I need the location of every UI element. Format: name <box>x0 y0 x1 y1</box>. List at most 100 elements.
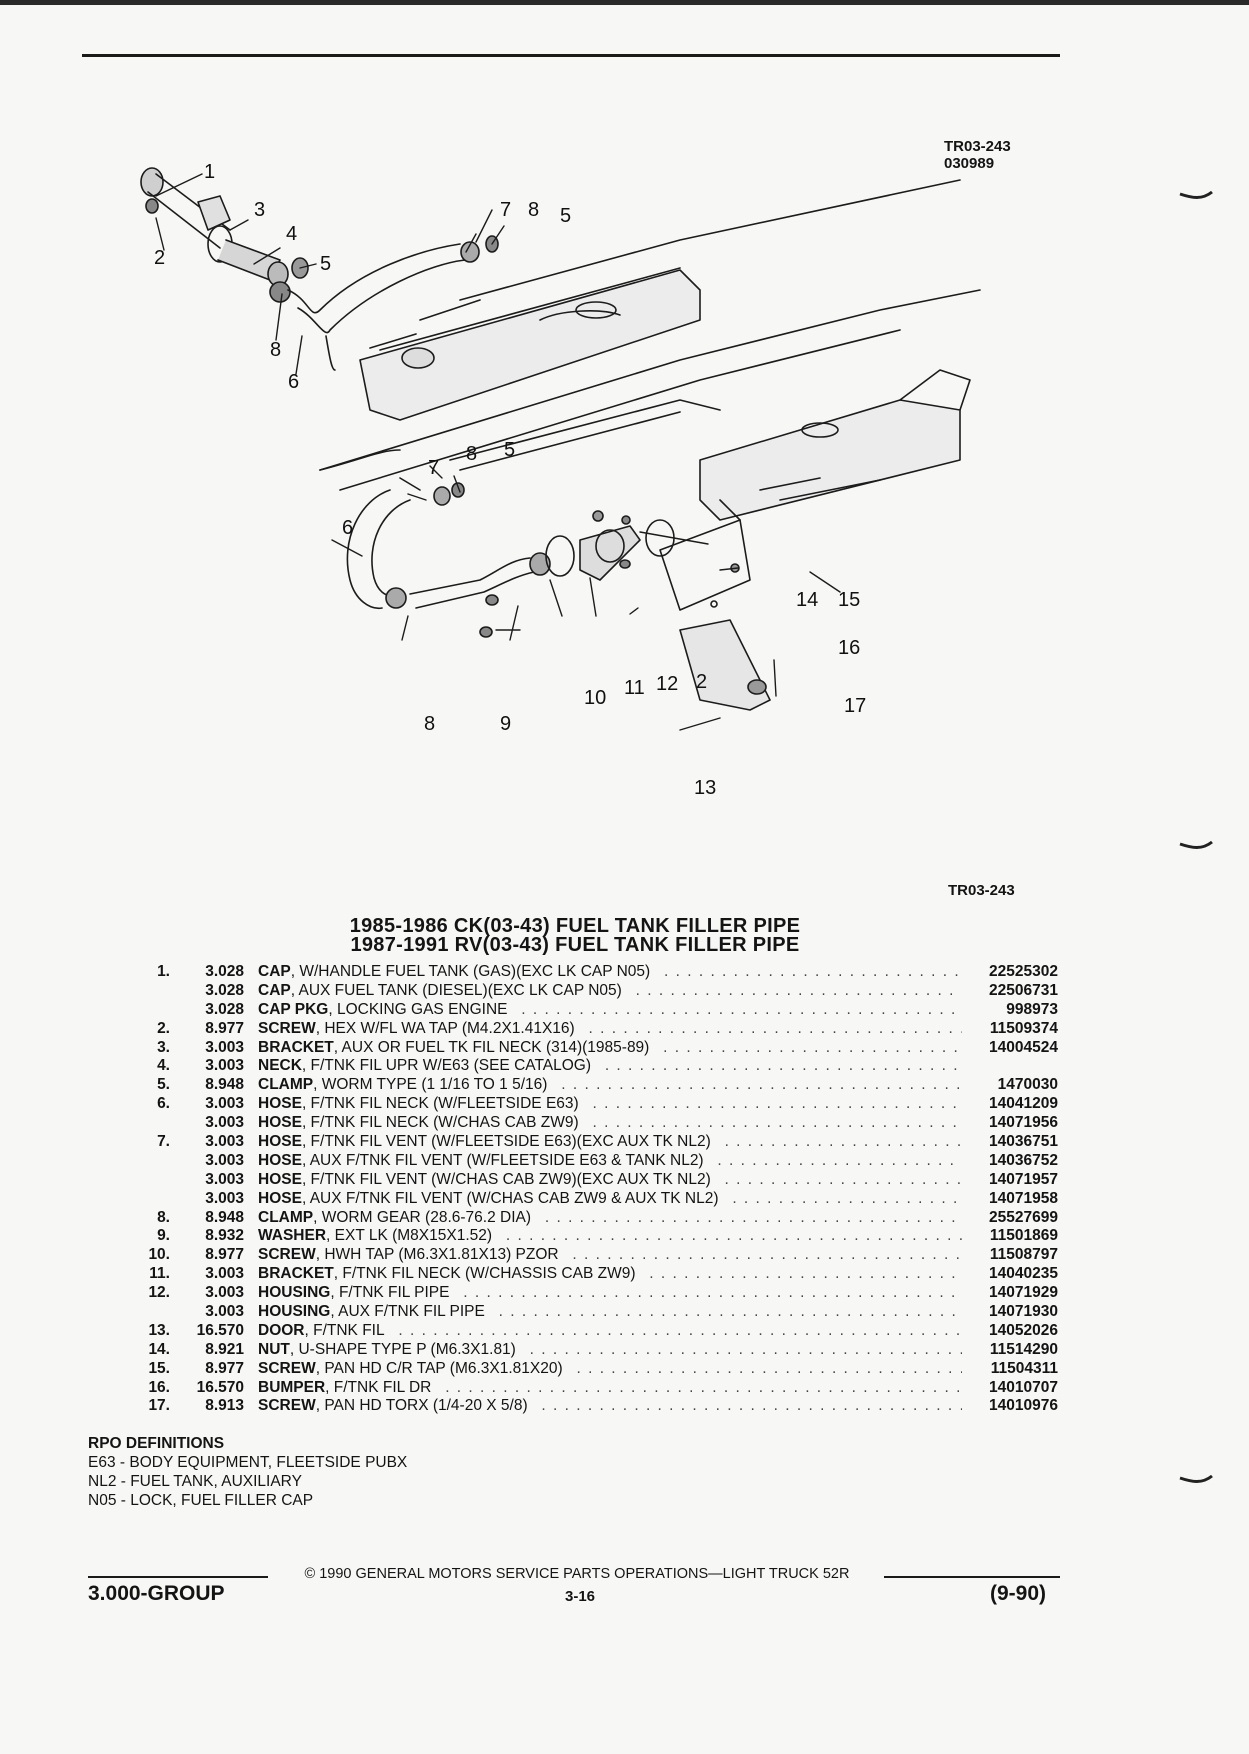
figure-code: TR03-243 <box>944 138 1011 155</box>
part-description: WASHER, EXT LK (M8X15X1.52) . . . . . . … <box>258 1227 962 1246</box>
callout-label: 10 <box>584 687 606 709</box>
part-name: SCREW <box>258 1246 316 1264</box>
dot-leader: . . . . . . . . . . . . . . . . . . . . … <box>724 1170 962 1188</box>
part-detail: , F/TNK FIL NECK (W/FLEETSIDE E63) <box>301 1095 579 1113</box>
part-number: 14036751 <box>989 1133 1058 1151</box>
dot-leader: . . . . . . . . . . . . . . . . . . . . … <box>732 1189 962 1207</box>
part-number: 14052026 <box>989 1321 1058 1339</box>
dot-leader: . . . . . . . . . . . . . . . . . . . . … <box>635 981 962 999</box>
callout-label: 12 <box>656 673 678 695</box>
rpo-item: NL2 - FUEL TANK, AUXILIARY <box>88 1473 302 1490</box>
part-number: 14071956 <box>989 1114 1058 1132</box>
part-name: SCREW <box>258 1397 316 1415</box>
part-number: 11501869 <box>989 1227 1058 1245</box>
part-number: 14010707 <box>989 1378 1058 1396</box>
dot-leader: . . . . . . . . . . . . . . . . . . . . … <box>663 963 962 980</box>
part-name: CAP PKG <box>258 1000 329 1018</box>
part-group-number: 3.028 <box>205 963 244 980</box>
part-name: CLAMP <box>258 1208 314 1226</box>
part-detail: , F/TNK FIL NECK (W/CHASSIS CAB ZW9) <box>333 1265 636 1283</box>
page-number: 3-16 <box>564 1588 596 1605</box>
dot-leader: . . . . . . . . . . . . . . . . . . . . … <box>592 1114 962 1132</box>
dot-leader: . . . . . . . . . . . . . . . . . . . . … <box>663 1038 962 1056</box>
part-group-number: 3.003 <box>205 1133 244 1151</box>
part-group-number: 3.003 <box>205 1170 244 1188</box>
part-detail: , F/TNK FIL PIPE <box>330 1284 450 1302</box>
part-detail: , AUX F/TNK FIL VENT (W/FLEETSIDE E63 & … <box>301 1151 704 1169</box>
part-group-number: 8.977 <box>205 1246 244 1264</box>
part-number: 11509374 <box>989 1019 1058 1037</box>
part-callout-number <box>130 1171 170 1190</box>
callout-label: 6 <box>288 371 299 393</box>
figure-date-code: 030989 <box>944 155 995 172</box>
part-number: 14071930 <box>989 1303 1058 1321</box>
part-detail: , WORM GEAR (28.6-76.2 DIA) <box>313 1208 532 1226</box>
part-number: 22506731 <box>989 981 1058 999</box>
callout-label: 7 <box>428 457 439 479</box>
part-callout-number: 1. <box>157 963 170 980</box>
part-name: HOSE <box>258 1095 302 1113</box>
catalog-titles: 1985-1986 CK(03-43) FUEL TANK FILLER PIP… <box>240 915 910 955</box>
part-description: HOSE, AUX F/TNK FIL VENT (W/CHAS CAB ZW9… <box>258 1190 962 1209</box>
part-detail: , HEX W/FL WA TAP (M4.2X1.41X16) <box>315 1019 575 1037</box>
part-detail: , F/TNK FIL <box>304 1321 385 1339</box>
callout-label: 5 <box>504 439 515 461</box>
callout-label: 8 <box>466 443 477 465</box>
lower-fuel-tank <box>449 369 971 521</box>
scan-top-edge <box>0 0 1249 5</box>
part-number: 25527699 <box>989 1208 1058 1226</box>
part-description: SCREW, HEX W/FL WA TAP (M4.2X1.41X16) . … <box>258 1020 962 1039</box>
part-detail: , EXT LK (M8X15X1.52) <box>326 1227 493 1245</box>
part-name: CLAMP <box>258 1076 314 1094</box>
part-detail: , AUX F/TNK FIL VENT (W/CHAS CAB ZW9 & A… <box>301 1189 719 1207</box>
part-description: CAP, AUX FUEL TANK (DIESEL)(EXC LK CAP N… <box>258 982 962 1001</box>
footer-rule-right <box>884 1576 1060 1578</box>
dot-leader: . . . . . . . . . . . . . . . . . . . . … <box>576 1359 962 1377</box>
part-name: SCREW <box>258 1359 316 1377</box>
part-name: HOSE <box>258 1189 302 1207</box>
part-callout-number <box>130 982 170 1001</box>
part-name: SCREW <box>258 1019 316 1037</box>
dot-leader: . . . . . . . . . . . . . . . . . . . . … <box>592 1095 962 1113</box>
callout-label: 3 <box>254 199 265 221</box>
dot-leader: . . . . . . . . . . . . . . . . . . . . … <box>463 1284 962 1302</box>
callout-label: 8 <box>424 713 435 735</box>
part-callout-number: 14. <box>148 1340 170 1358</box>
part-group-number: 3.028 <box>205 1000 244 1018</box>
part-group-number: 8.932 <box>205 1227 244 1245</box>
part-description: CLAMP, WORM TYPE (1 1/16 TO 1 5/16) . . … <box>258 1076 962 1095</box>
part-group-number: 3.003 <box>205 1057 244 1075</box>
dot-leader: . . . . . . . . . . . . . . . . . . . . … <box>717 1151 962 1169</box>
dot-leader: . . . . . . . . . . . . . . . . . . . . … <box>498 1303 962 1321</box>
part-number: 14071957 <box>989 1170 1058 1188</box>
callout-label: 5 <box>320 253 331 275</box>
part-description: CAP PKG, LOCKING GAS ENGINE . . . . . . … <box>258 1001 962 1020</box>
part-description: HOUSING, AUX F/TNK FIL PIPE . . . . . . … <box>258 1303 962 1322</box>
part-detail: , PAN HD C/R TAP (M6.3X1.81X20) <box>315 1359 563 1377</box>
dot-leader: . . . . . . . . . . . . . . . . . . . . … <box>649 1265 962 1283</box>
part-group-number: 3.003 <box>205 1114 244 1132</box>
part-description: SCREW, PAN HD TORX (1/4-20 X 5/8) . . . … <box>258 1397 962 1416</box>
dot-leader: . . . . . . . . . . . . . . . . . . . . … <box>529 1340 962 1358</box>
part-number: 14004524 <box>989 1038 1058 1056</box>
part-name: BUMPER <box>258 1378 326 1396</box>
exploded-view-diagram: 1 2 3 4 5 7 8 5 8 6 5 8 7 6 14 15 16 2 1… <box>140 161 981 799</box>
part-name: CAP <box>258 981 291 999</box>
callout-label: 16 <box>838 637 860 659</box>
part-name: BRACKET <box>258 1265 334 1283</box>
part-callout-number: 5. <box>157 1076 170 1094</box>
part-description: HOSE, F/TNK FIL NECK (W/FLEETSIDE E63) .… <box>258 1095 962 1114</box>
catalog-title: 1985-1986 CK(03-43) FUEL TANK FILLER PIP… <box>349 915 801 937</box>
